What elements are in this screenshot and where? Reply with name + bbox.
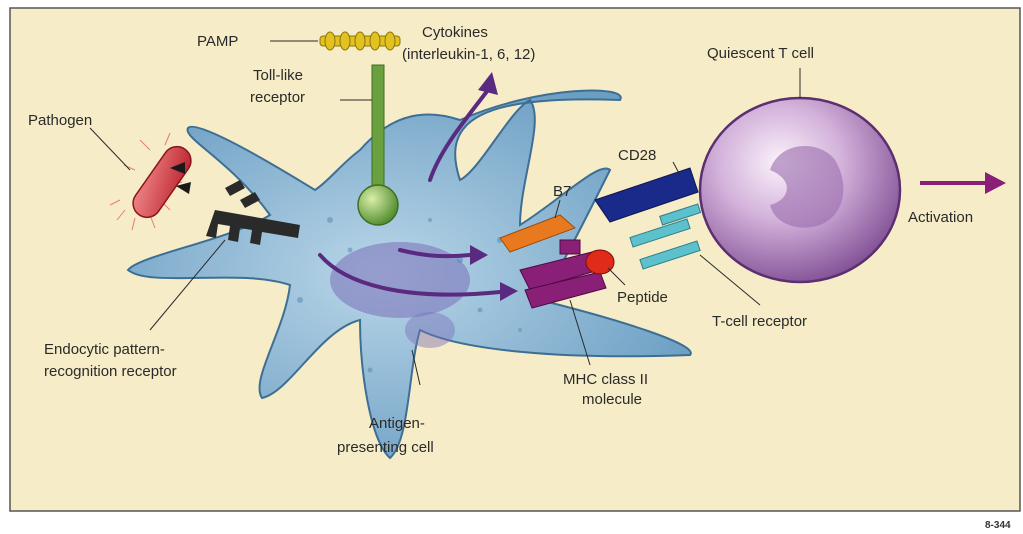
- apc-nucleus-lobe: [405, 312, 455, 348]
- label-toll-receptor: receptor: [250, 89, 305, 106]
- label-endocytic: Endocytic pattern-: [44, 341, 165, 358]
- label-apc-detail: presenting cell: [337, 439, 434, 456]
- label-quiescent-t-cell: Quiescent T cell: [707, 45, 814, 62]
- label-mhc-detail: molecule: [582, 391, 642, 408]
- label-pathogen: Pathogen: [28, 112, 92, 129]
- label-pamp: PAMP: [197, 33, 238, 50]
- label-peptide: Peptide: [617, 289, 668, 306]
- label-mhc: MHC class II: [563, 371, 648, 388]
- label-toll-like: Toll-like: [253, 67, 303, 84]
- label-apc: Antigen-: [369, 415, 425, 432]
- label-cd28: CD28: [618, 147, 656, 164]
- quiescent-t-cell: [700, 98, 900, 282]
- label-b7: B7: [553, 183, 571, 200]
- pamp-molecule: [320, 32, 400, 50]
- label-cytokines: Cytokines: [422, 24, 488, 41]
- label-activation: Activation: [908, 209, 973, 226]
- apc-nucleus: [330, 242, 470, 318]
- label-cytokines-detail: (interleukin-1, 6, 12): [402, 46, 535, 63]
- label-t-cell-receptor: T-cell receptor: [712, 313, 807, 330]
- figure-code: 8-344: [985, 520, 1011, 531]
- label-endocytic-detail: recognition receptor: [44, 363, 177, 380]
